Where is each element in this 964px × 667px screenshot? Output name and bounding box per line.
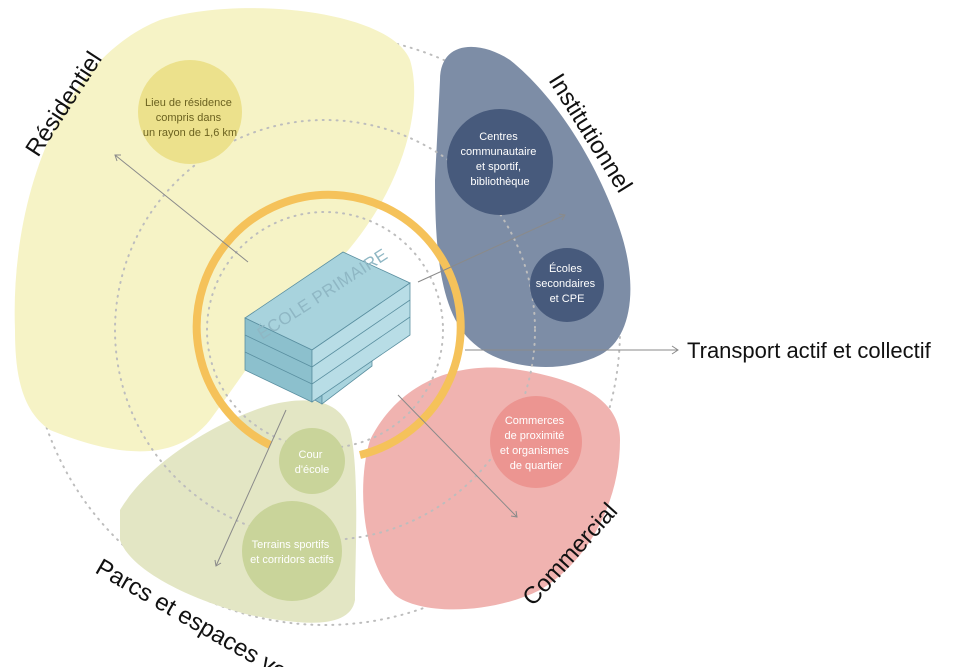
sports-fields-bubble [242, 501, 342, 601]
commercial-zone [363, 367, 620, 610]
community-centres-bubble-text: Centres communautaire et sportif, biblio… [461, 131, 540, 188]
arrow-to-transport-head [671, 345, 679, 355]
arrow-to-parks [215, 409, 287, 567]
commerces-bubble [490, 396, 582, 488]
connection-arrows [114, 154, 679, 567]
secondary-schools-bubble [530, 248, 604, 322]
building-floor-line [311, 299, 411, 368]
residential-bubble [138, 60, 242, 164]
schoolyard-bubble-text: Cour d'école [295, 449, 330, 476]
residential-bubble-text: Lieu de résidence compris dans un rayon … [143, 97, 237, 139]
school-influence-ring [192, 190, 465, 459]
arrow-to-residential-head [114, 154, 121, 162]
secondary-schools-bubble-text: Écoles secondaires et CPE [536, 262, 598, 305]
commerces-bubble-text: Commerces de proximité et organismes de … [500, 415, 572, 472]
arrow-to-commercial-head [510, 510, 518, 518]
inner-dotted-ring [206, 211, 444, 449]
arrow-to-residential [114, 154, 249, 263]
arrow-to-parks-head [214, 559, 222, 567]
arrow-to-institutional [417, 214, 566, 283]
building-side [311, 282, 411, 403]
sports-fields-bubble-text: Terrains sportifs et corridors actifs [250, 539, 334, 566]
building-floor-line [244, 351, 313, 385]
arrow-to-institutional-head [558, 213, 566, 221]
building-floor-line [311, 316, 411, 385]
schoolyard-bubble [279, 428, 345, 494]
building-floor-line [244, 334, 313, 368]
community-centres-bubble [447, 109, 553, 215]
arrow-to-commercial [397, 394, 518, 518]
residential-zone [14, 8, 415, 452]
transport-label: Transport actif et collectif [687, 338, 932, 363]
